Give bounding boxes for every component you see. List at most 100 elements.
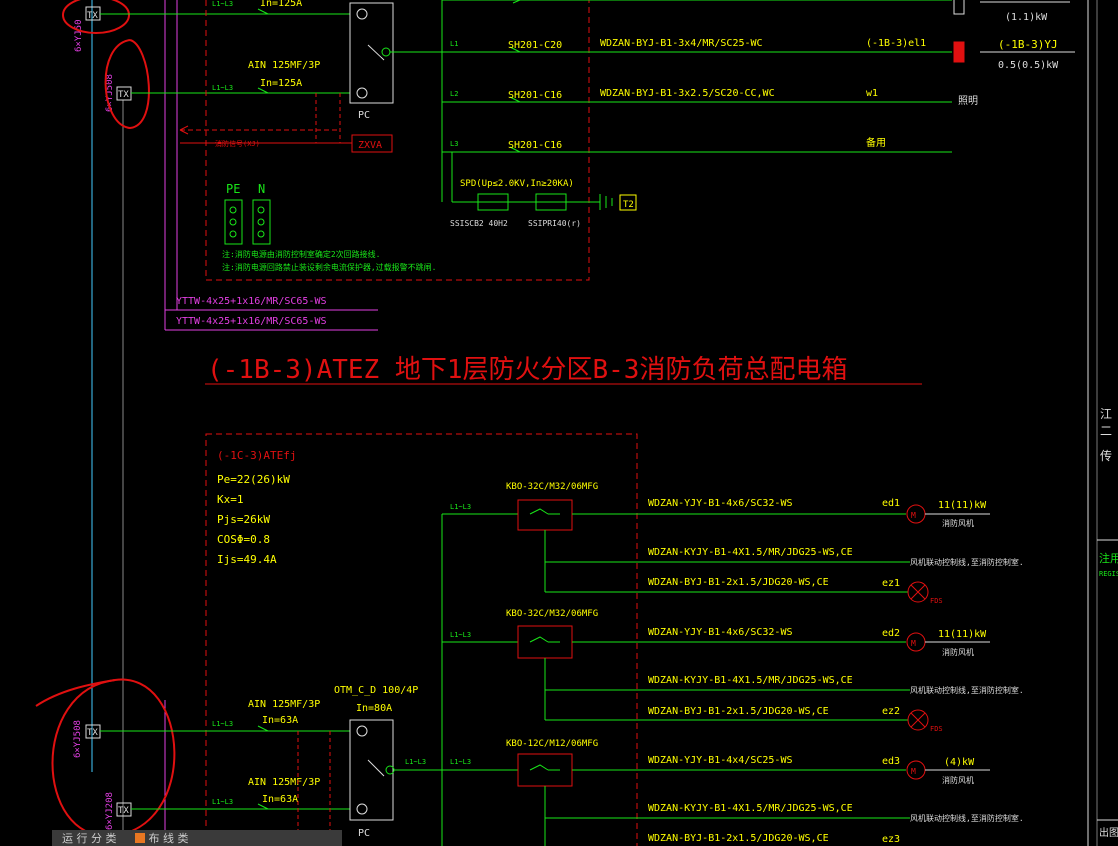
phase-label-top-1: L1~L3 bbox=[212, 0, 233, 8]
circuit-breaker-2: SH201-C16 bbox=[508, 90, 562, 101]
ijs-value: Ijs=49.4A bbox=[217, 553, 277, 566]
circuit-power-1: 0.5(0.5)kW bbox=[998, 60, 1059, 71]
spd-breaker[interactable] bbox=[477, 193, 509, 211]
group-1-id: ed1 bbox=[882, 498, 900, 509]
top-load-power: (1.1)kW bbox=[1005, 12, 1048, 23]
fan-group-2: L1~L3 KBO-32C/M32/06MFG WDZAN-YJY-B1-4x6… bbox=[442, 609, 1024, 733]
pc-label-bottom: PC bbox=[358, 828, 370, 839]
fds-1-icon[interactable] bbox=[907, 581, 929, 603]
group-1-load: 消防风机 bbox=[942, 518, 974, 528]
pc-transfer-switch[interactable] bbox=[349, 2, 394, 104]
cos-value: COSΦ=0.8 bbox=[217, 533, 270, 546]
circuit-dest-3: 备用 bbox=[866, 136, 886, 149]
pjs-value: Pjs=26kW bbox=[217, 513, 270, 526]
title-block-out: 出图 bbox=[1099, 826, 1118, 839]
note-2: 注:消防电源回路禁止装设剩余电流保护器,过载报警不跳闸. bbox=[222, 262, 436, 272]
title-block-text-3: 传 bbox=[1100, 448, 1112, 463]
circuit-dest-2: w1 bbox=[866, 88, 878, 99]
group-2-ez-cable: WDZAN-BYJ-B1-2x1.5/JDG20-WS,CE bbox=[648, 706, 829, 717]
circuit-phase-2: L2 bbox=[450, 90, 458, 98]
circuit-breaker-3: SH201-C16 bbox=[508, 140, 562, 151]
bottom-enclosure bbox=[205, 433, 638, 846]
box-id: (-1C-3)ATEfj bbox=[217, 449, 296, 462]
pe-value: Pe=22(26)kW bbox=[217, 473, 290, 486]
feeder-label-2: YTTW-4x25+1x16/MR/SC65-WS bbox=[176, 316, 327, 327]
top-enclosure bbox=[205, 0, 590, 281]
circuit-load-2: 照明 bbox=[958, 95, 978, 107]
group-2-ctrl: WDZAN-KYJY-B1-4X1.5/MR/JDG25-WS,CE bbox=[648, 675, 853, 686]
fire-signal-label: 消防信号(XJ) bbox=[215, 139, 260, 148]
group-1-phase: L1~L3 bbox=[450, 503, 471, 511]
in-b: In=63A bbox=[262, 794, 298, 805]
bus-phase-bottom: L1~L3 bbox=[405, 758, 426, 766]
group-3-load: 消防风机 bbox=[942, 775, 974, 785]
group-2-load: 消防风机 bbox=[942, 647, 974, 657]
in-a: In=63A bbox=[262, 715, 298, 726]
layer-color-swatch bbox=[134, 833, 145, 843]
n-terminal[interactable] bbox=[252, 199, 271, 245]
right-title-block: 江 二 传 注用 REGIS 出图 bbox=[1087, 0, 1118, 846]
note-1: 注:消防电源由消防控制室确定2次回路接线. bbox=[222, 249, 380, 259]
group-3-phase: L1~L3 bbox=[450, 758, 471, 766]
layer-tab-1[interactable]: 运 行 分 类 bbox=[62, 830, 117, 846]
group-2-power: 11(11)kW bbox=[938, 629, 987, 640]
circuit-cable-1: WDZAN-BYJ-B1-3x4/MR/SC25-WC bbox=[600, 38, 763, 49]
group-3-ctrl-note: 风机联动控制线,至消防控制室. bbox=[910, 813, 1024, 823]
annotation-circle-top-1 bbox=[62, 0, 130, 34]
layer-tab-2-label: 布 线 类 bbox=[148, 832, 189, 845]
circuit-phase-3: L3 bbox=[450, 140, 458, 148]
group-1-fds: FDS bbox=[930, 597, 943, 605]
circuit-phase-1: L1 bbox=[450, 40, 458, 48]
breaker-label-top: AIN 125MF/3P bbox=[248, 60, 320, 71]
feeder-label-1: YTTW-4x25+1x16/MR/SC65-WS bbox=[176, 296, 327, 307]
circuit-breaker-1: SH201-C20 bbox=[508, 40, 562, 51]
tx-label-top-1: TX bbox=[87, 11, 98, 21]
yj-load-box[interactable] bbox=[953, 41, 965, 63]
group-1-ez: ez1 bbox=[882, 578, 900, 589]
top-load-box[interactable] bbox=[953, 0, 965, 15]
cable-label-bottom-v2: 6×YJ208 bbox=[105, 792, 115, 830]
bottom-section: (-1C-3)ATEfj Pe=22(26)kW Kx=1 Pjs=26kW C… bbox=[35, 433, 1024, 846]
kbo-2-label: KBO-32C/M32/06MFG bbox=[506, 609, 598, 619]
phase-bottom-2: L1~L3 bbox=[212, 798, 233, 806]
tx-label-top-2: TX bbox=[118, 90, 129, 100]
spd-left-label: SSISCB2 40H2 bbox=[450, 219, 508, 228]
group-2-cable: WDZAN-YJY-B1-4x6/SC32-WS bbox=[648, 627, 793, 638]
pe-label: PE bbox=[226, 182, 240, 196]
kx-value: Kx=1 bbox=[217, 493, 244, 506]
spd-device[interactable] bbox=[535, 193, 567, 211]
svg-text:M: M bbox=[911, 511, 916, 520]
annotation-circle-top-2 bbox=[104, 39, 150, 130]
fan-group-1: L1~L3 KBO-32C/M32/06MFG WDZAN-YJY-B1-4x6… bbox=[442, 482, 1024, 605]
otm-label: OTM_C_D 100/4P bbox=[334, 685, 418, 696]
breaker-a-label: AIN 125MF/3P bbox=[248, 699, 320, 710]
title-block-text-2: 二 bbox=[1100, 424, 1112, 438]
group-3-ctrl: WDZAN-KYJY-B1-4X1.5/MR/JDG25-WS,CE bbox=[648, 803, 853, 814]
tx-label-bottom-2: TX bbox=[118, 806, 129, 816]
in-rating-top: In=125A bbox=[260, 0, 302, 9]
group-1-cable: WDZAN-YJY-B1-4x6/SC32-WS bbox=[648, 498, 793, 509]
pc-label-top: PC bbox=[358, 110, 370, 121]
fan-group-3: L1~L3 KBO-12C/M12/06MFG WDZAN-YJY-B1-4x4… bbox=[442, 739, 1024, 846]
top-section: TX TX 6×YJ50 6×YJ508 In=125A AIN 125MF/3… bbox=[62, 0, 1075, 331]
group-2-id: ed2 bbox=[882, 628, 900, 639]
t2-box[interactable] bbox=[619, 194, 637, 211]
fds-2-icon[interactable] bbox=[907, 709, 929, 731]
pc-transfer-switch-bottom[interactable] bbox=[349, 719, 394, 821]
group-2-ctrl-note: 风机联动控制线,至消防控制室. bbox=[910, 685, 1024, 695]
phase-bottom-1: L1~L3 bbox=[212, 720, 233, 728]
title-block-regis: REGIS bbox=[1099, 570, 1118, 578]
layer-tab-2[interactable]: 布 线 类 bbox=[134, 830, 189, 846]
pe-terminal[interactable] bbox=[224, 199, 243, 245]
breaker-b-label: AIN 125MF/3P bbox=[248, 777, 320, 788]
title-block-note: 注用 bbox=[1099, 551, 1118, 565]
group-3-cable: WDZAN-YJY-B1-4x4/SC25-WS bbox=[648, 755, 793, 766]
circuit-cable-2: WDZAN-BYJ-B1-3x2.5/SC20-CC,WC bbox=[600, 88, 775, 99]
group-3-ez-cable: WDZAN-BYJ-B1-2x1.5/JDG20-WS,CE bbox=[648, 833, 829, 844]
svg-text:M: M bbox=[911, 767, 916, 776]
title-block-text-1: 江 bbox=[1100, 407, 1112, 421]
group-2-ez: ez2 bbox=[882, 706, 900, 717]
in-rating-top-2: In=125A bbox=[260, 78, 302, 89]
group-1-ctrl-note: 风机联动控制线,至消防控制室. bbox=[910, 557, 1024, 567]
